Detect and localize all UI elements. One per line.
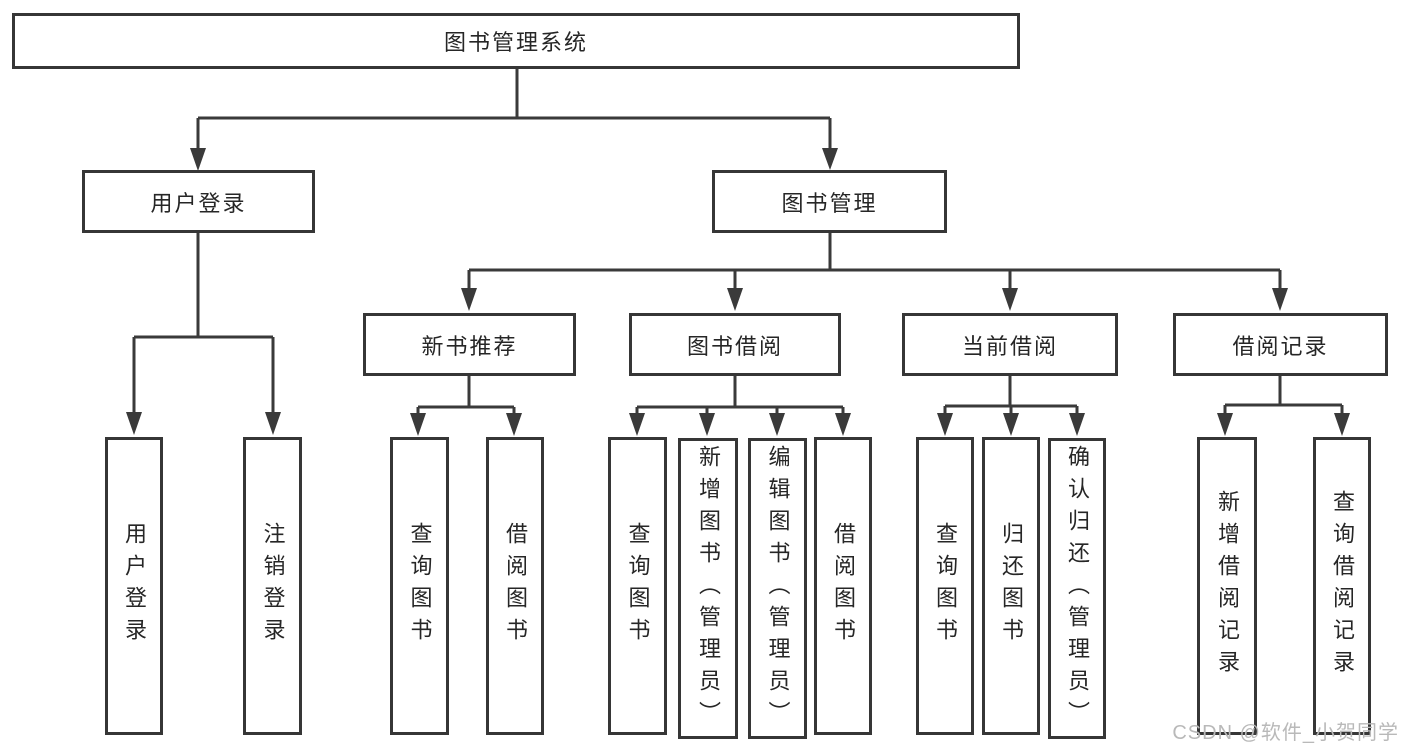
leaf-records-add-record: 新增借阅记录 bbox=[1197, 437, 1257, 735]
connector-recommend bbox=[410, 376, 522, 436]
node-current-borrowing: 当前借阅 bbox=[902, 313, 1118, 376]
node-book-borrowing: 图书借阅 bbox=[629, 313, 841, 376]
node-new-book-recommend-label: 新书推荐 bbox=[421, 333, 518, 359]
leaf-borrowing-borrow-books: 借阅图书 bbox=[814, 437, 872, 735]
leaf-current-confirm-return-admin: 确认归还（管理员） bbox=[1048, 438, 1106, 739]
leaf-borrowing-add-books-admin: 新增图书（管理员） bbox=[678, 438, 738, 739]
leaf-records-add-record-label: 新增借阅记录 bbox=[1215, 490, 1240, 682]
node-borrowing-records-label: 借阅记录 bbox=[1232, 333, 1329, 359]
node-book-management-label: 图书管理 bbox=[781, 190, 878, 216]
connector-records bbox=[1217, 376, 1350, 436]
connector-current bbox=[937, 376, 1085, 436]
leaf-recommend-query-books-label: 查询图书 bbox=[407, 522, 433, 650]
node-new-book-recommend: 新书推荐 bbox=[363, 313, 576, 376]
leaf-recommend-query-books: 查询图书 bbox=[390, 437, 449, 735]
node-book-management: 图书管理 bbox=[712, 170, 947, 233]
node-root-label: 图书管理系统 bbox=[443, 30, 588, 55]
connector-root bbox=[190, 69, 838, 171]
csdn-watermark: CSDN @软件_小贺同学 bbox=[1172, 722, 1399, 744]
leaf-borrowing-edit-books-admin: 编辑图书（管理员） bbox=[748, 438, 807, 739]
connector-borrowing bbox=[629, 376, 851, 436]
leaf-recommend-borrow-books-label: 借阅图书 bbox=[503, 522, 528, 650]
leaf-borrowing-query-books-label: 查询图书 bbox=[625, 522, 651, 650]
leaf-recommend-borrow-books: 借阅图书 bbox=[486, 437, 544, 735]
leaf-user-login: 用户登录 bbox=[105, 437, 163, 735]
leaf-borrowing-borrow-books-label: 借阅图书 bbox=[831, 522, 856, 650]
leaf-current-return-books: 归还图书 bbox=[982, 437, 1040, 735]
connector-management bbox=[461, 233, 1288, 311]
connector-login bbox=[126, 233, 281, 435]
leaf-current-query-books: 查询图书 bbox=[916, 437, 974, 735]
leaf-records-query-record-label: 查询借阅记录 bbox=[1330, 490, 1355, 682]
leaf-borrowing-add-books-admin-label: 新增图书（管理员） bbox=[696, 444, 721, 733]
node-root: 图书管理系统 bbox=[12, 13, 1020, 69]
node-book-borrowing-label: 图书借阅 bbox=[686, 333, 783, 359]
node-borrowing-records: 借阅记录 bbox=[1173, 313, 1388, 376]
leaf-logout-label: 注销登录 bbox=[260, 522, 286, 650]
leaf-borrowing-edit-books-admin-label: 编辑图书（管理员） bbox=[765, 444, 791, 733]
leaf-user-login-label: 用户登录 bbox=[122, 522, 147, 650]
leaf-current-query-books-label: 查询图书 bbox=[933, 522, 958, 650]
node-user-login: 用户登录 bbox=[82, 170, 315, 233]
node-user-login-label: 用户登录 bbox=[150, 190, 247, 216]
leaf-records-query-record: 查询借阅记录 bbox=[1313, 437, 1371, 735]
leaf-current-confirm-return-admin-label: 确认归还（管理员） bbox=[1065, 444, 1090, 733]
leaf-borrowing-query-books: 查询图书 bbox=[608, 437, 667, 735]
leaf-current-return-books-label: 归还图书 bbox=[999, 522, 1024, 650]
node-current-borrowing-label: 当前借阅 bbox=[961, 333, 1058, 359]
leaf-logout: 注销登录 bbox=[243, 437, 302, 735]
